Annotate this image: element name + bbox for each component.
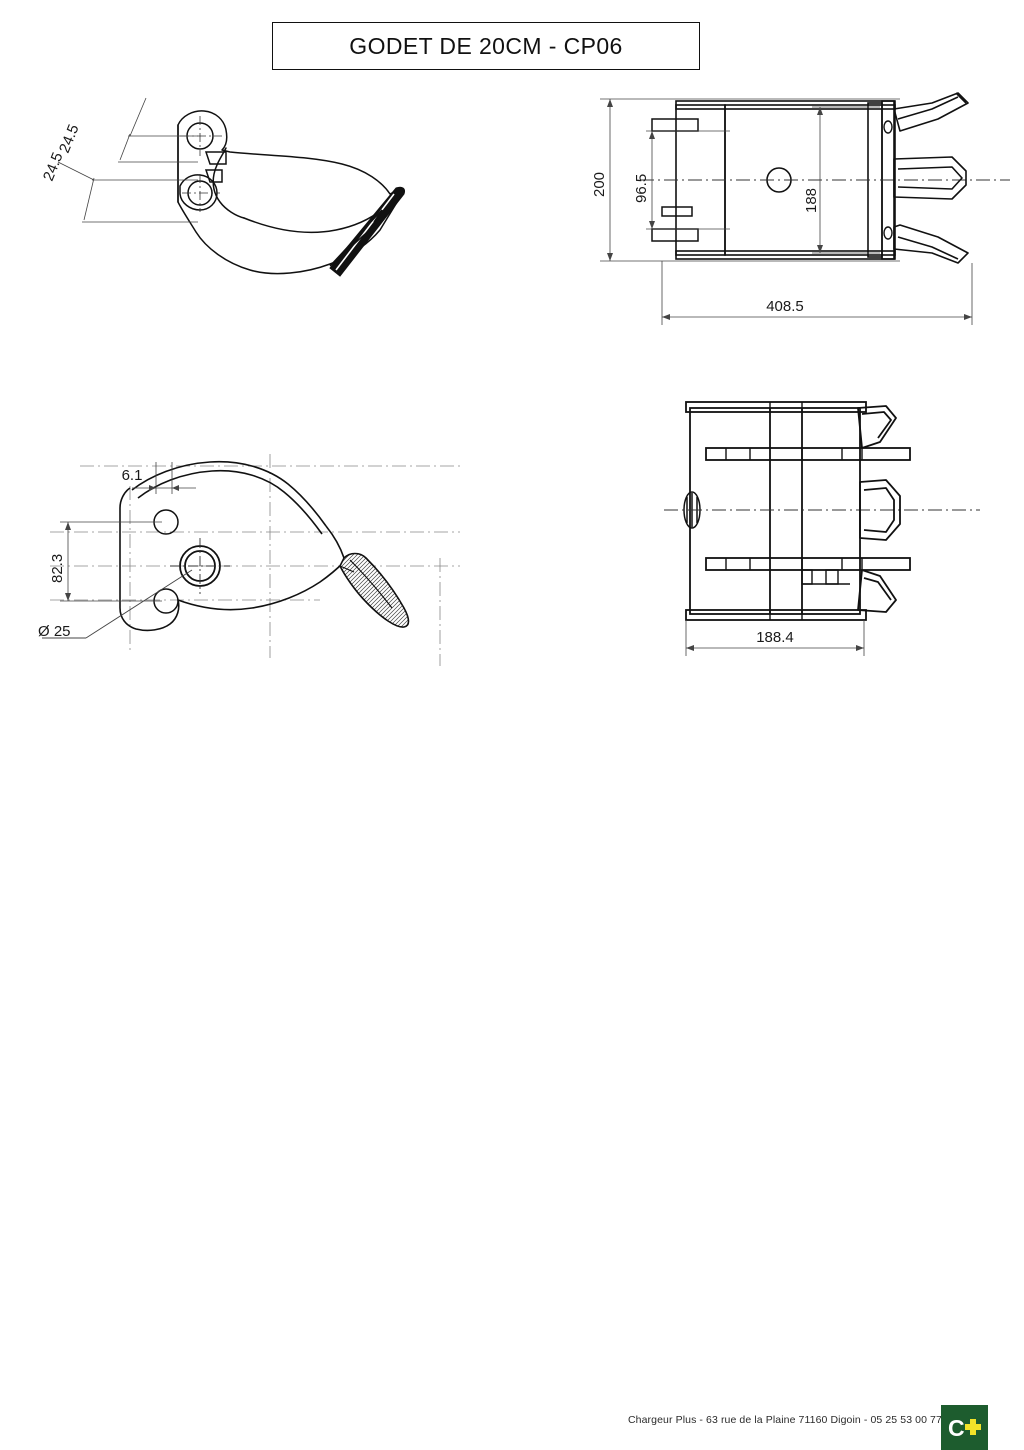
page-footer: Chargeur Plus - 63 rue de la Plaine 7116… [0,700,1024,1450]
dimension-188: 188 [803,188,820,213]
dimension-188-4: 188.4 [756,629,794,646]
view-side-profile-top: 24.5 24.5 [30,90,500,310]
dimension-6-1: 6.1 [122,467,143,484]
chargeur-plus-logo: C [941,1405,988,1450]
svg-text:C: C [948,1415,965,1441]
dimension-82-3: 82.3 [49,554,66,583]
dimension-408-5: 408.5 [766,298,804,315]
dimension-24-5-lower: 24.5 [40,150,67,183]
view-front-top: 200 96.5 188 408.5 [580,85,1020,350]
view-side-profile-bottom: 6.1 82.3 Ø 25 [20,440,490,670]
dimension-24-5-upper: 24.5 [56,122,83,155]
dimension-diameter-25: Ø 25 [38,623,71,640]
dimension-96-5: 96.5 [633,174,650,203]
page-title: GODET DE 20CM - CP06 [349,32,623,59]
dimension-200: 200 [591,172,608,197]
logo-mark-icon: C [948,1415,981,1441]
view-plan-bottom: 188.4 [650,380,990,670]
footer-company-line: Chargeur Plus - 63 rue de la Plaine 7116… [628,1414,942,1426]
drawing-title-box: GODET DE 20CM - CP06 [272,22,700,70]
